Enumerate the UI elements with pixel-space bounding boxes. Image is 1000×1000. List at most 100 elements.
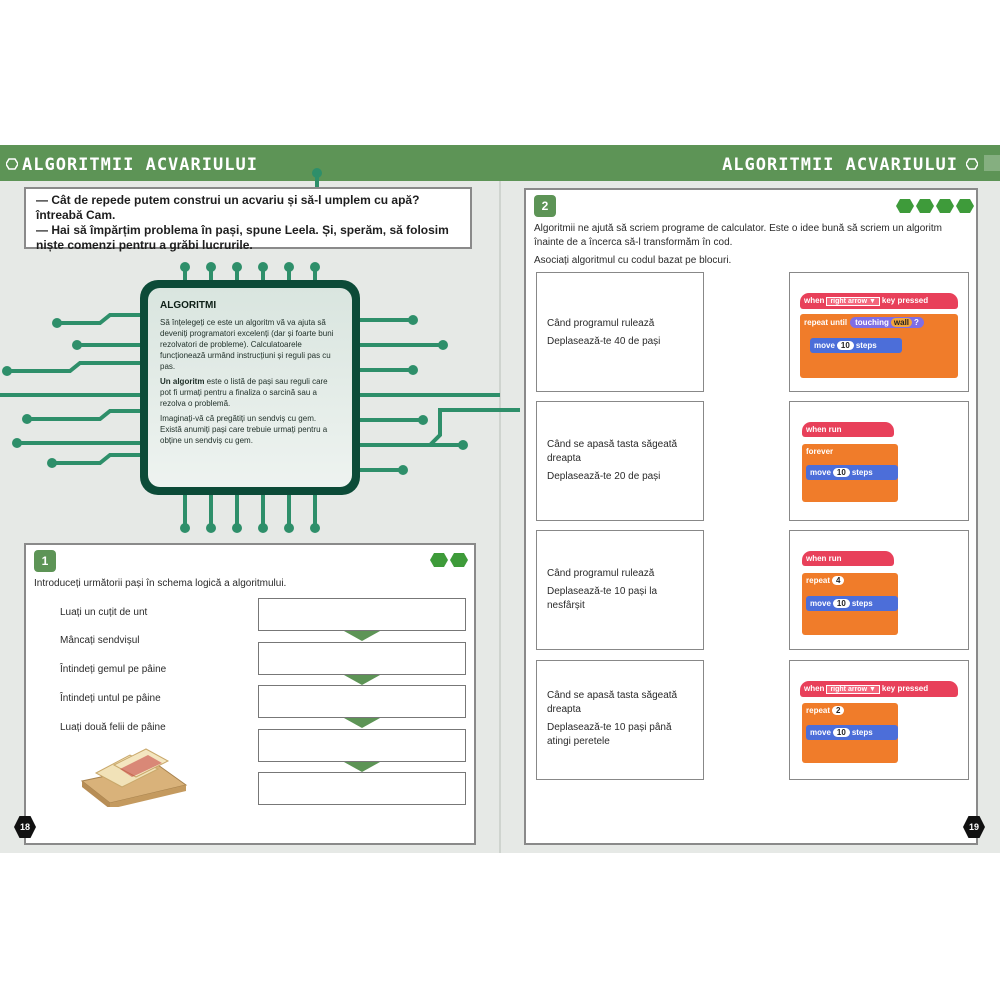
right-page-title: ALGORITMII ACVARIULUI [722,155,958,175]
chip-paragraph-2: Un algoritm este o listă de pași sau reg… [160,376,340,409]
block-text: move [814,341,835,350]
difficulty-icon [896,199,974,213]
algorithm-card[interactable]: Când se apasă tasta săgeată dreapta Depl… [536,401,704,521]
key-dropdown: right arrow ▼ [826,685,880,694]
block-text: when [804,296,825,305]
difficulty-icon [430,553,468,567]
steps-input: 10 [836,341,854,350]
exercise-1-panel: 1 Introduceți următorii pași în schema l… [24,543,476,845]
flowchart-box[interactable] [258,685,466,718]
steps-input: 10 [832,728,850,737]
block-text: repeat [806,576,831,585]
exercise-1-number: 1 [34,550,56,572]
block-text: move [810,728,831,737]
exercise-2-instruction: Algoritmii ne ajută să scriem programe d… [534,223,942,248]
repeat-count-input: 4 [832,576,845,585]
book-spread: ALGORITMII ACVARIULUI ALGORITMII ACVARIU… [0,145,1000,853]
flowchart-box[interactable] [258,642,466,675]
intro-dialog: — Cât de repede putem construi un acvari… [24,187,472,252]
algorithm-card[interactable]: Când programul rulează Deplasează-te 10 … [536,530,704,650]
dropdown-text: right arrow [830,686,868,693]
sandwich-illustration [80,748,188,807]
chip-title: ALGORITMI [160,300,217,311]
arrow-down-icon [344,675,380,685]
chip-paragraph-2-rest: este o listă de pași sau reguli care pot… [160,377,328,408]
chip-paragraph-1: Să înțelegeți ce este un algoritm vă va … [160,318,334,371]
chip-paragraph-3: Imaginați-vă că pregătiți un sendviș cu … [160,414,328,445]
algorithm-card[interactable]: Când se apasă tasta săgeată dreapta Depl… [536,660,704,780]
steps-input: 10 [832,468,850,477]
page-number-right: 19 [963,816,985,838]
block-text: when run [806,425,842,434]
algorithm-action: Deplasează-te 10 pași la nesfârșit [547,586,658,611]
block-text: ? [914,318,919,327]
block-text: when run [806,554,842,563]
block-text: touching [855,318,889,327]
block-text: when [804,684,825,693]
hexagon-icon [6,158,18,170]
dropdown-text: right arrow [830,298,868,305]
event-block: when run [802,422,894,437]
block-text: steps [851,728,873,737]
step-item[interactable]: Luați două felii de pâine [60,722,166,733]
block-text: move [810,468,831,477]
block-text: steps [851,599,873,608]
chip-content: ALGORITMI Să înțelegeți ce este un algor… [148,288,352,487]
block-text: steps [855,341,877,350]
intro-line-1: — Cât de repede putem construi un acvari… [36,193,420,222]
steps-input: 10 [832,599,850,608]
exercise-2-panel: 2 Algoritmii ne ajută să scriem programe… [524,188,978,845]
algorithm-card[interactable]: Când programul rulează Deplasează-te 40 … [536,272,704,392]
block-text: key pressed [881,296,929,305]
chip-bold-term: Un algoritm [160,377,205,386]
wall-input: wall [890,318,913,327]
block-text: steps [851,468,873,477]
exercise-2-subinstruction: Asociați algoritmul cu codul bazat pe bl… [534,255,732,266]
flowchart-box[interactable] [258,598,466,631]
flowchart-box[interactable] [258,772,466,805]
hexagon-icon [966,158,978,170]
algorithm-action: Deplasează-te 40 de pași [547,336,661,347]
event-block: when run [802,551,894,566]
block-text: repeat [806,706,831,715]
algorithm-trigger: Când se apasă tasta săgeată dreapta [547,690,678,715]
step-item[interactable]: Întindeți gemul pe pâine [60,664,167,675]
block-text: key pressed [881,684,929,693]
block-text: forever [806,447,834,456]
flowchart-box[interactable] [258,729,466,762]
header-bar: ALGORITMII ACVARIULUI ALGORITMII ACVARIU… [0,145,1000,181]
algorithm-action: Deplasează-te 10 pași până atingi perete… [547,722,672,747]
algorithm-trigger: Când programul rulează [547,568,655,579]
repeat-count-input: 2 [832,706,845,715]
step-item[interactable]: Întindeți untul pe pâine [60,693,161,704]
algorithm-chip: ALGORITMI Să înțelegeți ce este un algor… [140,280,360,495]
block-text: move [810,599,831,608]
header-decoration [984,155,1000,171]
algorithm-trigger: Când se apasă tasta săgeată dreapta [547,439,678,464]
left-page-title: ALGORITMII ACVARIULUI [22,155,258,175]
arrow-down-icon [344,631,380,641]
page-number-left: 18 [14,816,36,838]
key-dropdown: right arrow ▼ [826,297,880,306]
step-item[interactable]: Mâncați sendvișul [60,635,140,646]
arrow-down-icon [344,718,380,728]
page-gutter [499,181,501,853]
intro-line-2: — Hai să împărțim problema în pași, spun… [36,223,449,252]
algorithm-trigger: Când programul rulează [547,318,655,329]
block-text: repeat until [804,318,848,327]
arrow-down-icon [344,762,380,772]
step-item[interactable]: Luați un cuțit de unt [60,607,148,618]
exercise-2-number: 2 [534,195,556,217]
exercise-1-instruction: Introduceți următorii pași în schema log… [34,578,287,589]
